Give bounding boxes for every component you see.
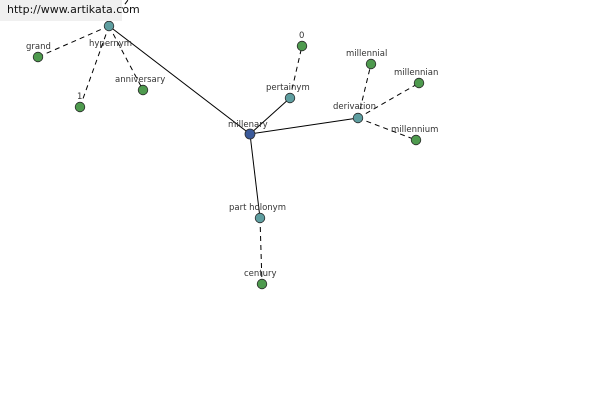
edge-millenary-hypernym: [108, 25, 251, 135]
leaf-node-label: anniversary: [115, 75, 165, 85]
graph-nodes: grand anniversary 1 0 millennial millennian mi…: [26, 20, 438, 290]
leaf-node-label: millennian: [394, 68, 438, 78]
leaf-node-dot[interactable]: [32, 51, 44, 63]
leaf-node-dot[interactable]: [413, 77, 425, 89]
edge-part-holonym-century: [259, 217, 263, 285]
edge-millenary-pertainym: [249, 97, 291, 135]
leaf-node-label: millennium: [391, 125, 438, 135]
node-one[interactable]: 1: [74, 92, 86, 113]
center-node-label: millenary: [228, 120, 268, 130]
leaf-node-label: 0: [299, 31, 304, 41]
leaf-node-dot[interactable]: [296, 40, 308, 52]
node-century[interactable]: century: [244, 269, 277, 290]
graph-edges: [37, 0, 420, 285]
node-millennium[interactable]: millennium: [391, 125, 438, 146]
leaf-node-label: century: [244, 269, 277, 279]
relation-node-dot[interactable]: [103, 20, 115, 32]
leaf-node-dot[interactable]: [365, 58, 377, 70]
leaf-node-label: grand: [26, 42, 51, 52]
edge-hypernym-anniversary: [108, 25, 144, 91]
node-hypernym[interactable]: hypernym: [89, 20, 132, 49]
relation-node-dot[interactable]: [284, 92, 296, 104]
node-millennian[interactable]: millennian: [394, 68, 438, 89]
node-millennial[interactable]: millennial: [346, 49, 387, 70]
leaf-node-label: 1: [77, 92, 82, 102]
site-url-text[interactable]: http://www.artikata.com: [7, 3, 140, 16]
node-derivation[interactable]: derivation: [333, 102, 376, 124]
edge-derivation-millennian: [357, 82, 420, 119]
relation-node-dot[interactable]: [254, 212, 266, 224]
site-url-banner[interactable]: http://www.artikata.com: [0, 0, 140, 21]
leaf-node-dot[interactable]: [137, 84, 149, 96]
edge-derivation-millennial: [357, 63, 372, 119]
edge-millenary-part-holonym: [249, 133, 261, 219]
relation-node-label: derivation: [333, 102, 376, 112]
relation-node-label: hypernym: [89, 39, 132, 49]
node-millenary[interactable]: millenary: [228, 120, 268, 140]
node-part-holonym[interactable]: part holonym: [229, 203, 286, 224]
relation-node-label: part holonym: [229, 203, 286, 213]
relation-node-dot[interactable]: [352, 112, 364, 124]
leaf-node-dot[interactable]: [410, 134, 422, 146]
leaf-node-label: millennial: [346, 49, 387, 59]
edge-millenary-derivation: [249, 117, 359, 135]
relation-node-label: pertainym: [266, 83, 310, 93]
node-zero[interactable]: 0: [296, 31, 308, 52]
center-node-dot[interactable]: [244, 128, 256, 140]
node-grand[interactable]: grand: [26, 42, 51, 63]
edge-hypernym-grand: [37, 25, 110, 58]
leaf-node-dot[interactable]: [256, 278, 268, 290]
edge-derivation-millennium: [357, 117, 417, 141]
node-pertainym[interactable]: pertainym: [266, 83, 310, 104]
node-anniversary[interactable]: anniversary: [115, 75, 165, 96]
leaf-node-dot[interactable]: [74, 101, 86, 113]
